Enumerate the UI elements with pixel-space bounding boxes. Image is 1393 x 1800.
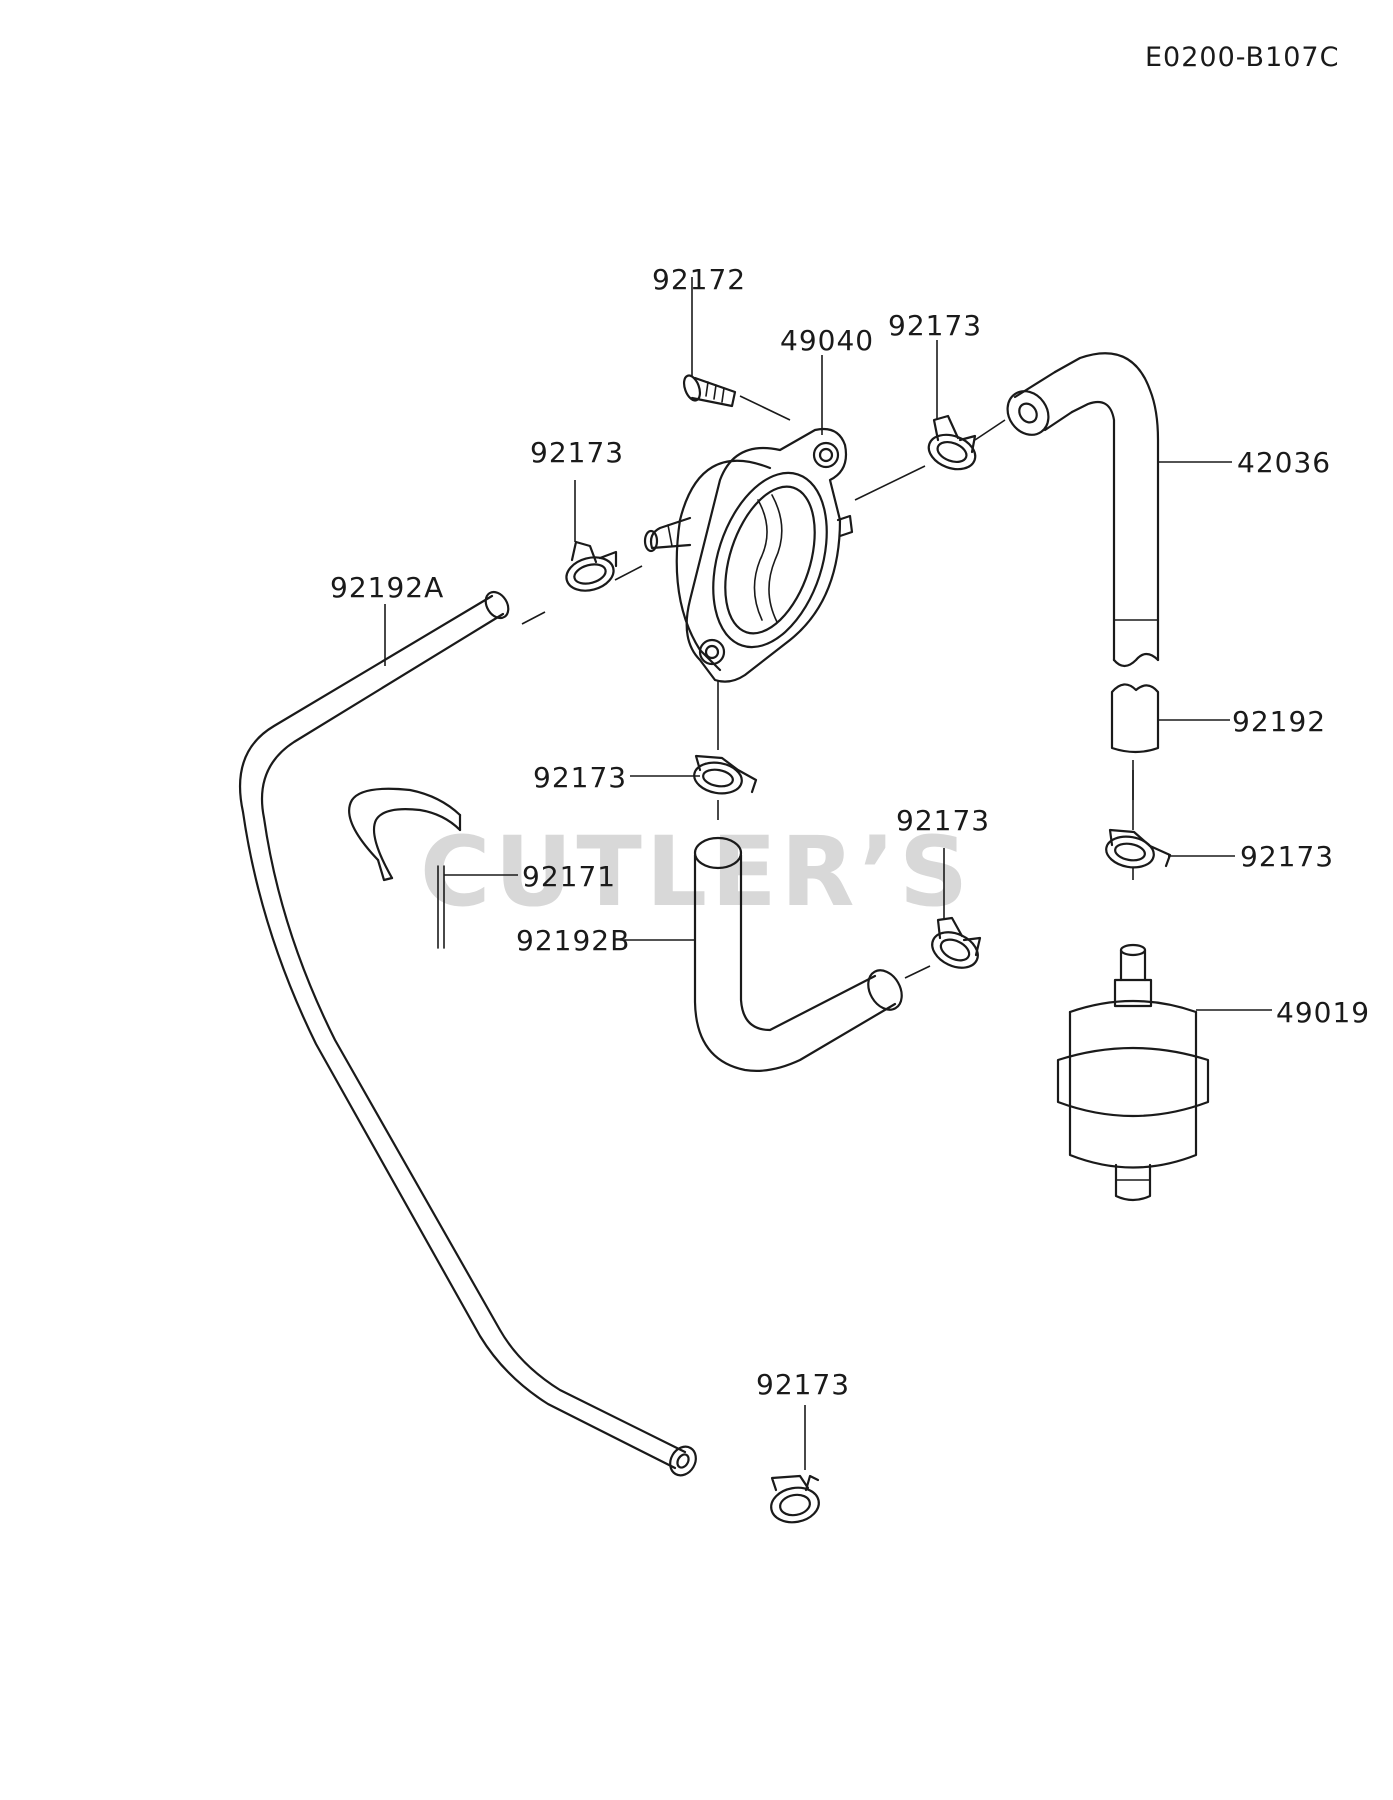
callout-92172: 92172 [652, 263, 746, 296]
hose-92192A [239, 590, 697, 1477]
callout-49040: 49040 [780, 324, 874, 357]
callout-42036: 42036 [1237, 446, 1331, 479]
callout-92173-left: 92173 [530, 436, 624, 469]
fuel-pump-49040 [643, 427, 854, 683]
callout-92173-right: 92173 [1240, 840, 1334, 873]
clamp-92173-center [630, 680, 758, 820]
callout-92171: 92171 [522, 860, 616, 893]
hose-92192 [1110, 683, 1230, 800]
callout-92173-top-right: 92173 [888, 309, 982, 342]
callout-92192A: 92192A [330, 571, 444, 604]
fuel-filter-49019 [1056, 943, 1272, 1202]
callout-92173-bottom: 92173 [756, 1368, 850, 1401]
screw-92172 [682, 277, 791, 421]
clamp-92173-right [1105, 760, 1235, 880]
clamp-92173-mid-right [904, 848, 982, 979]
callout-92192B: 92192B [516, 924, 630, 957]
hose-92192B [620, 836, 903, 1072]
diagram-code: E0200-B107C [1145, 42, 1339, 73]
clamp-92173-bottom [770, 1405, 820, 1524]
clamp-92173-left [521, 480, 643, 625]
callout-92192: 92192 [1232, 705, 1326, 738]
clip-92171 [348, 787, 518, 949]
callout-92173-mid-right: 92173 [896, 804, 990, 837]
callout-92173-center: 92173 [533, 761, 627, 794]
callout-49019: 49019 [1276, 996, 1370, 1029]
hose-42036 [1006, 352, 1232, 668]
clamp-92173-top-right [854, 340, 1006, 501]
